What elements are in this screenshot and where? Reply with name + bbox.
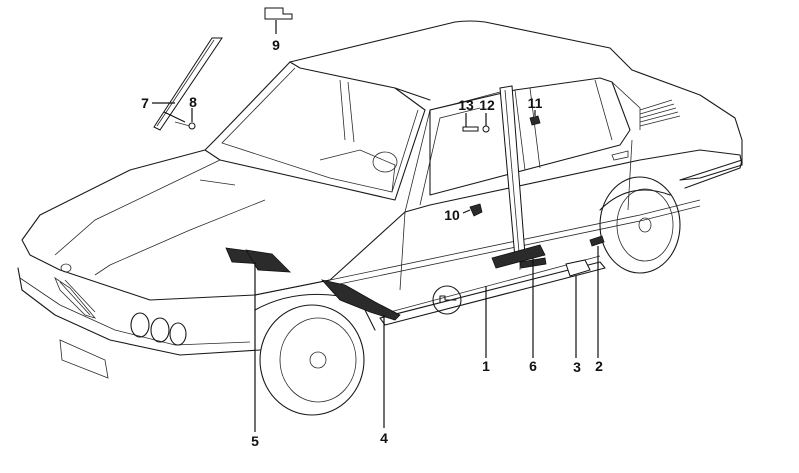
part-7-a-pillar-trim bbox=[153, 37, 223, 131]
body-side bbox=[254, 149, 743, 296]
part-4-door-trim bbox=[320, 279, 401, 321]
front-wheel bbox=[259, 304, 365, 416]
part-2-sill-end bbox=[589, 235, 605, 247]
callout-3: 3 bbox=[573, 359, 581, 375]
rear-wheel bbox=[599, 176, 681, 274]
part-9-clip bbox=[264, 7, 293, 20]
part-10-clip bbox=[469, 203, 483, 217]
callout-2: 2 bbox=[595, 358, 603, 374]
windshield bbox=[204, 61, 426, 201]
badge-icon bbox=[60, 263, 72, 273]
headlight-1 bbox=[130, 312, 150, 338]
headlight-2 bbox=[150, 317, 170, 343]
callout-13: 13 bbox=[458, 97, 474, 113]
part-6-b-pillar bbox=[499, 85, 526, 259]
part-12-washer bbox=[482, 125, 490, 133]
callout-9: 9 bbox=[272, 37, 280, 53]
callout-1: 1 bbox=[482, 358, 490, 374]
sill bbox=[379, 261, 606, 326]
callout-6: 6 bbox=[529, 358, 537, 374]
part-3-clip bbox=[565, 259, 591, 277]
roof-outline bbox=[289, 20, 633, 71]
part-13-screw bbox=[462, 126, 479, 132]
part-8-screw bbox=[188, 122, 196, 130]
callout-10: 10 bbox=[444, 207, 460, 223]
rear-door-handle bbox=[611, 150, 629, 161]
side-windows bbox=[429, 77, 631, 196]
callout-11: 11 bbox=[527, 95, 543, 111]
callout-4: 4 bbox=[380, 430, 388, 446]
callout-5: 5 bbox=[251, 433, 259, 449]
hood bbox=[21, 149, 331, 301]
detail-inset bbox=[432, 285, 462, 315]
headlight-3 bbox=[169, 322, 187, 346]
part-11-clip bbox=[529, 115, 541, 126]
roof-front-edge bbox=[289, 61, 431, 101]
callout-8: 8 bbox=[189, 94, 197, 110]
callout-7: 7 bbox=[141, 95, 149, 111]
callout-12: 12 bbox=[479, 97, 495, 113]
front-bumper bbox=[17, 267, 261, 356]
